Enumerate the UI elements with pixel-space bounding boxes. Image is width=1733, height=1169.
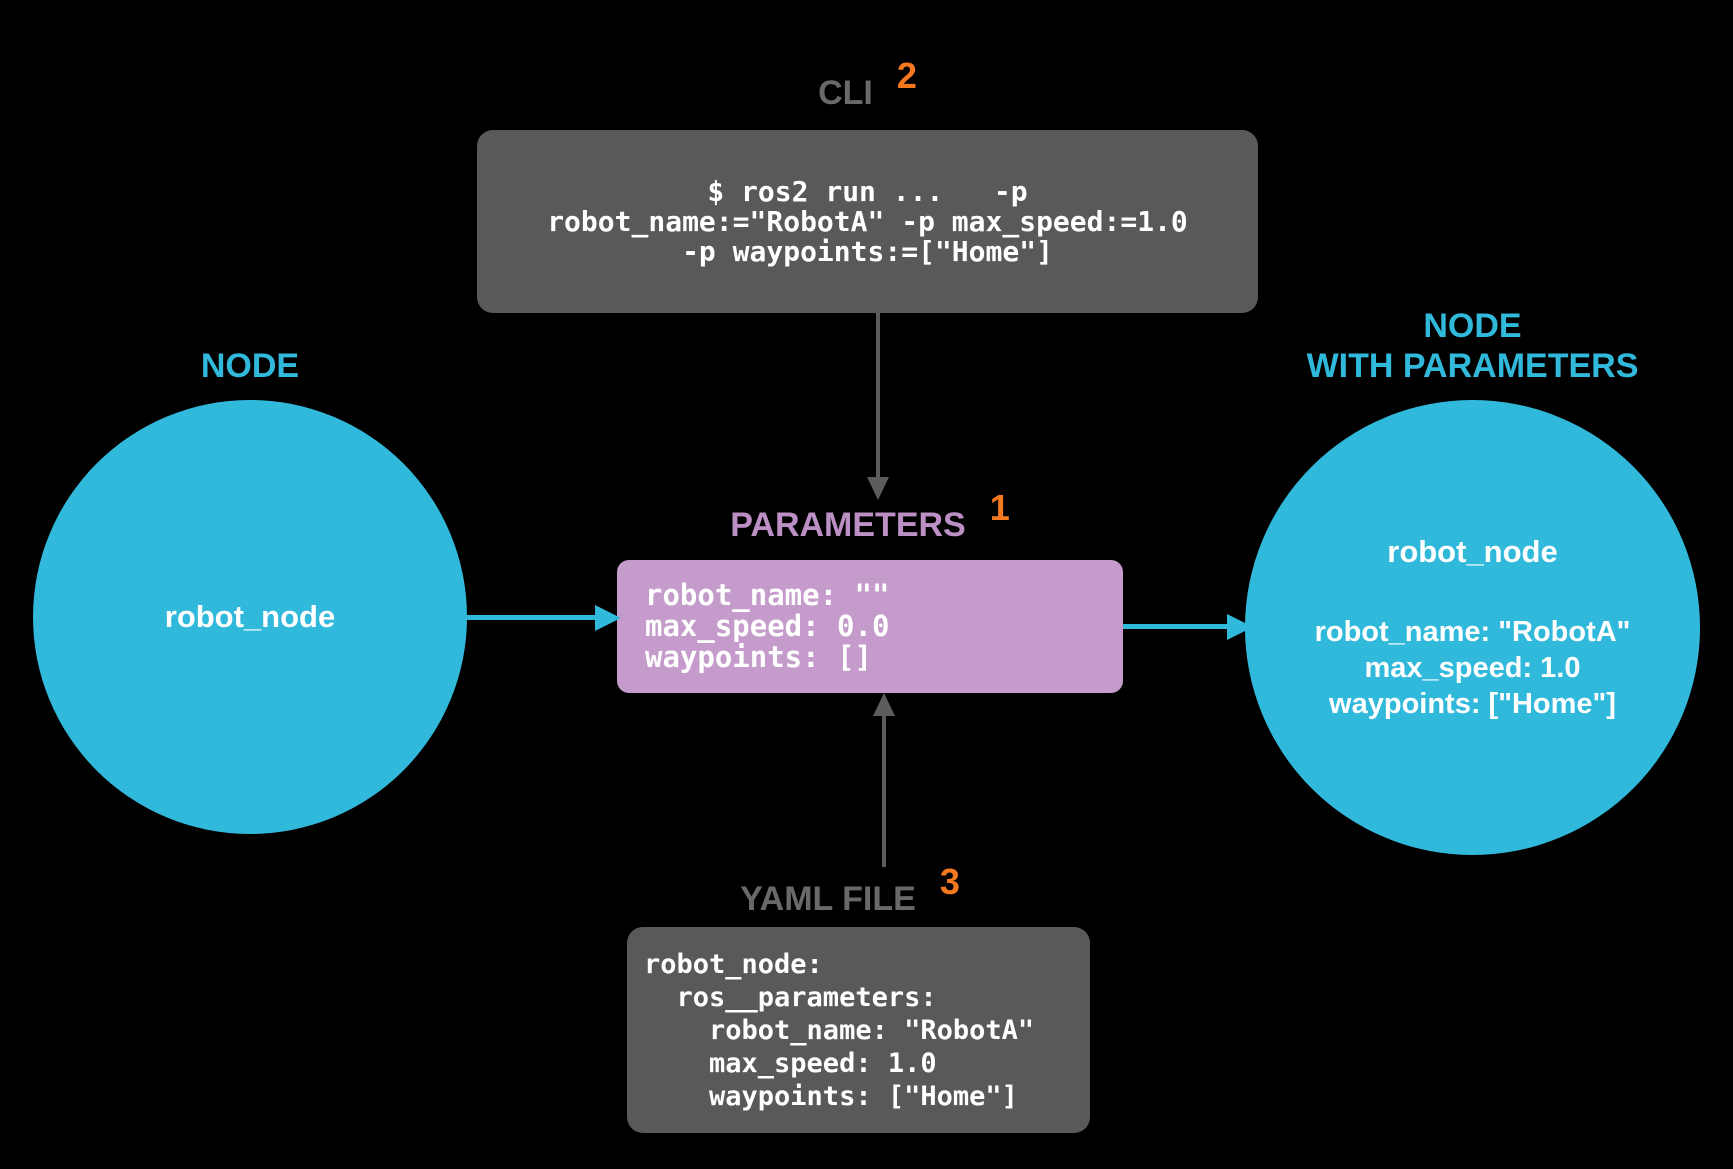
yaml-step-number: 3: [939, 861, 960, 902]
node-right-param-line: max_speed: 1.0: [1364, 651, 1581, 684]
arrow-yaml-to-parameters-line: [882, 716, 886, 867]
arrow-yaml-to-parameters-head-icon: [873, 693, 895, 716]
arrow-parameters-to-node-line: [1123, 624, 1227, 629]
cli-code-line: $ ros2 run ... -p: [707, 174, 1028, 208]
yaml-code-line: ros__parameters:: [644, 981, 937, 1013]
cli-code-line: robot_name:="RobotA" -p max_speed:=1.0: [547, 204, 1188, 238]
yaml-code-line: max_speed: 1.0: [644, 1047, 937, 1079]
node-left-circle: robot_node: [33, 400, 467, 834]
node-right-label-line2: WITH PARAMETERS: [1306, 347, 1639, 385]
yaml-code-line: waypoints: ["Home"]: [644, 1080, 1018, 1112]
parameter-line: robot_name: "": [645, 578, 890, 612]
parameter-line: waypoints: []: [645, 640, 872, 674]
arrow-node-to-parameters-line: [467, 615, 595, 620]
node-right-param-line: robot_name: "RobotA": [1314, 615, 1631, 648]
node-right-circle: robot_node robot_name: "RobotA" max_spee…: [1245, 400, 1700, 855]
cli-box: $ ros2 run ... -p robot_name:="RobotA" -…: [477, 130, 1258, 313]
arrow-cli-to-parameters-head-icon: [867, 477, 889, 500]
node-right-name: robot_node: [1387, 533, 1558, 569]
cli-step-number: 2: [896, 55, 917, 96]
parameters-heading: PARAMETERS 1: [617, 488, 1123, 545]
node-right-label-line1: NODE: [1423, 307, 1522, 345]
parameters-step-number: 1: [989, 487, 1010, 528]
cli-label: CLI: [818, 74, 873, 112]
node-right-param-line: waypoints: ["Home"]: [1329, 687, 1616, 720]
parameters-label: PARAMETERS: [730, 506, 966, 544]
cli-heading: CLI 2: [477, 56, 1258, 113]
parameter-line: max_speed: 0.0: [645, 609, 890, 643]
yaml-label: YAML FILE: [740, 880, 916, 918]
cli-code-line: -p waypoints:=["Home"]: [682, 234, 1053, 268]
yaml-box: robot_node: ros__parameters: robot_name:…: [627, 927, 1090, 1133]
yaml-code-line: robot_name: "RobotA": [644, 1014, 1035, 1046]
node-left-name: robot_node: [164, 599, 336, 634]
arrow-cli-to-parameters-line: [876, 313, 880, 477]
node-left-label: NODE: [200, 347, 300, 385]
parameters-box: robot_name: "" max_speed: 0.0 waypoints:…: [617, 560, 1123, 693]
arrow-node-to-parameters-head-icon: [595, 605, 621, 631]
node-right-label: NODE WITH PARAMETERS: [1245, 306, 1700, 386]
yaml-heading: YAML FILE 3: [627, 862, 1073, 919]
yaml-code-line: robot_node:: [644, 948, 823, 980]
